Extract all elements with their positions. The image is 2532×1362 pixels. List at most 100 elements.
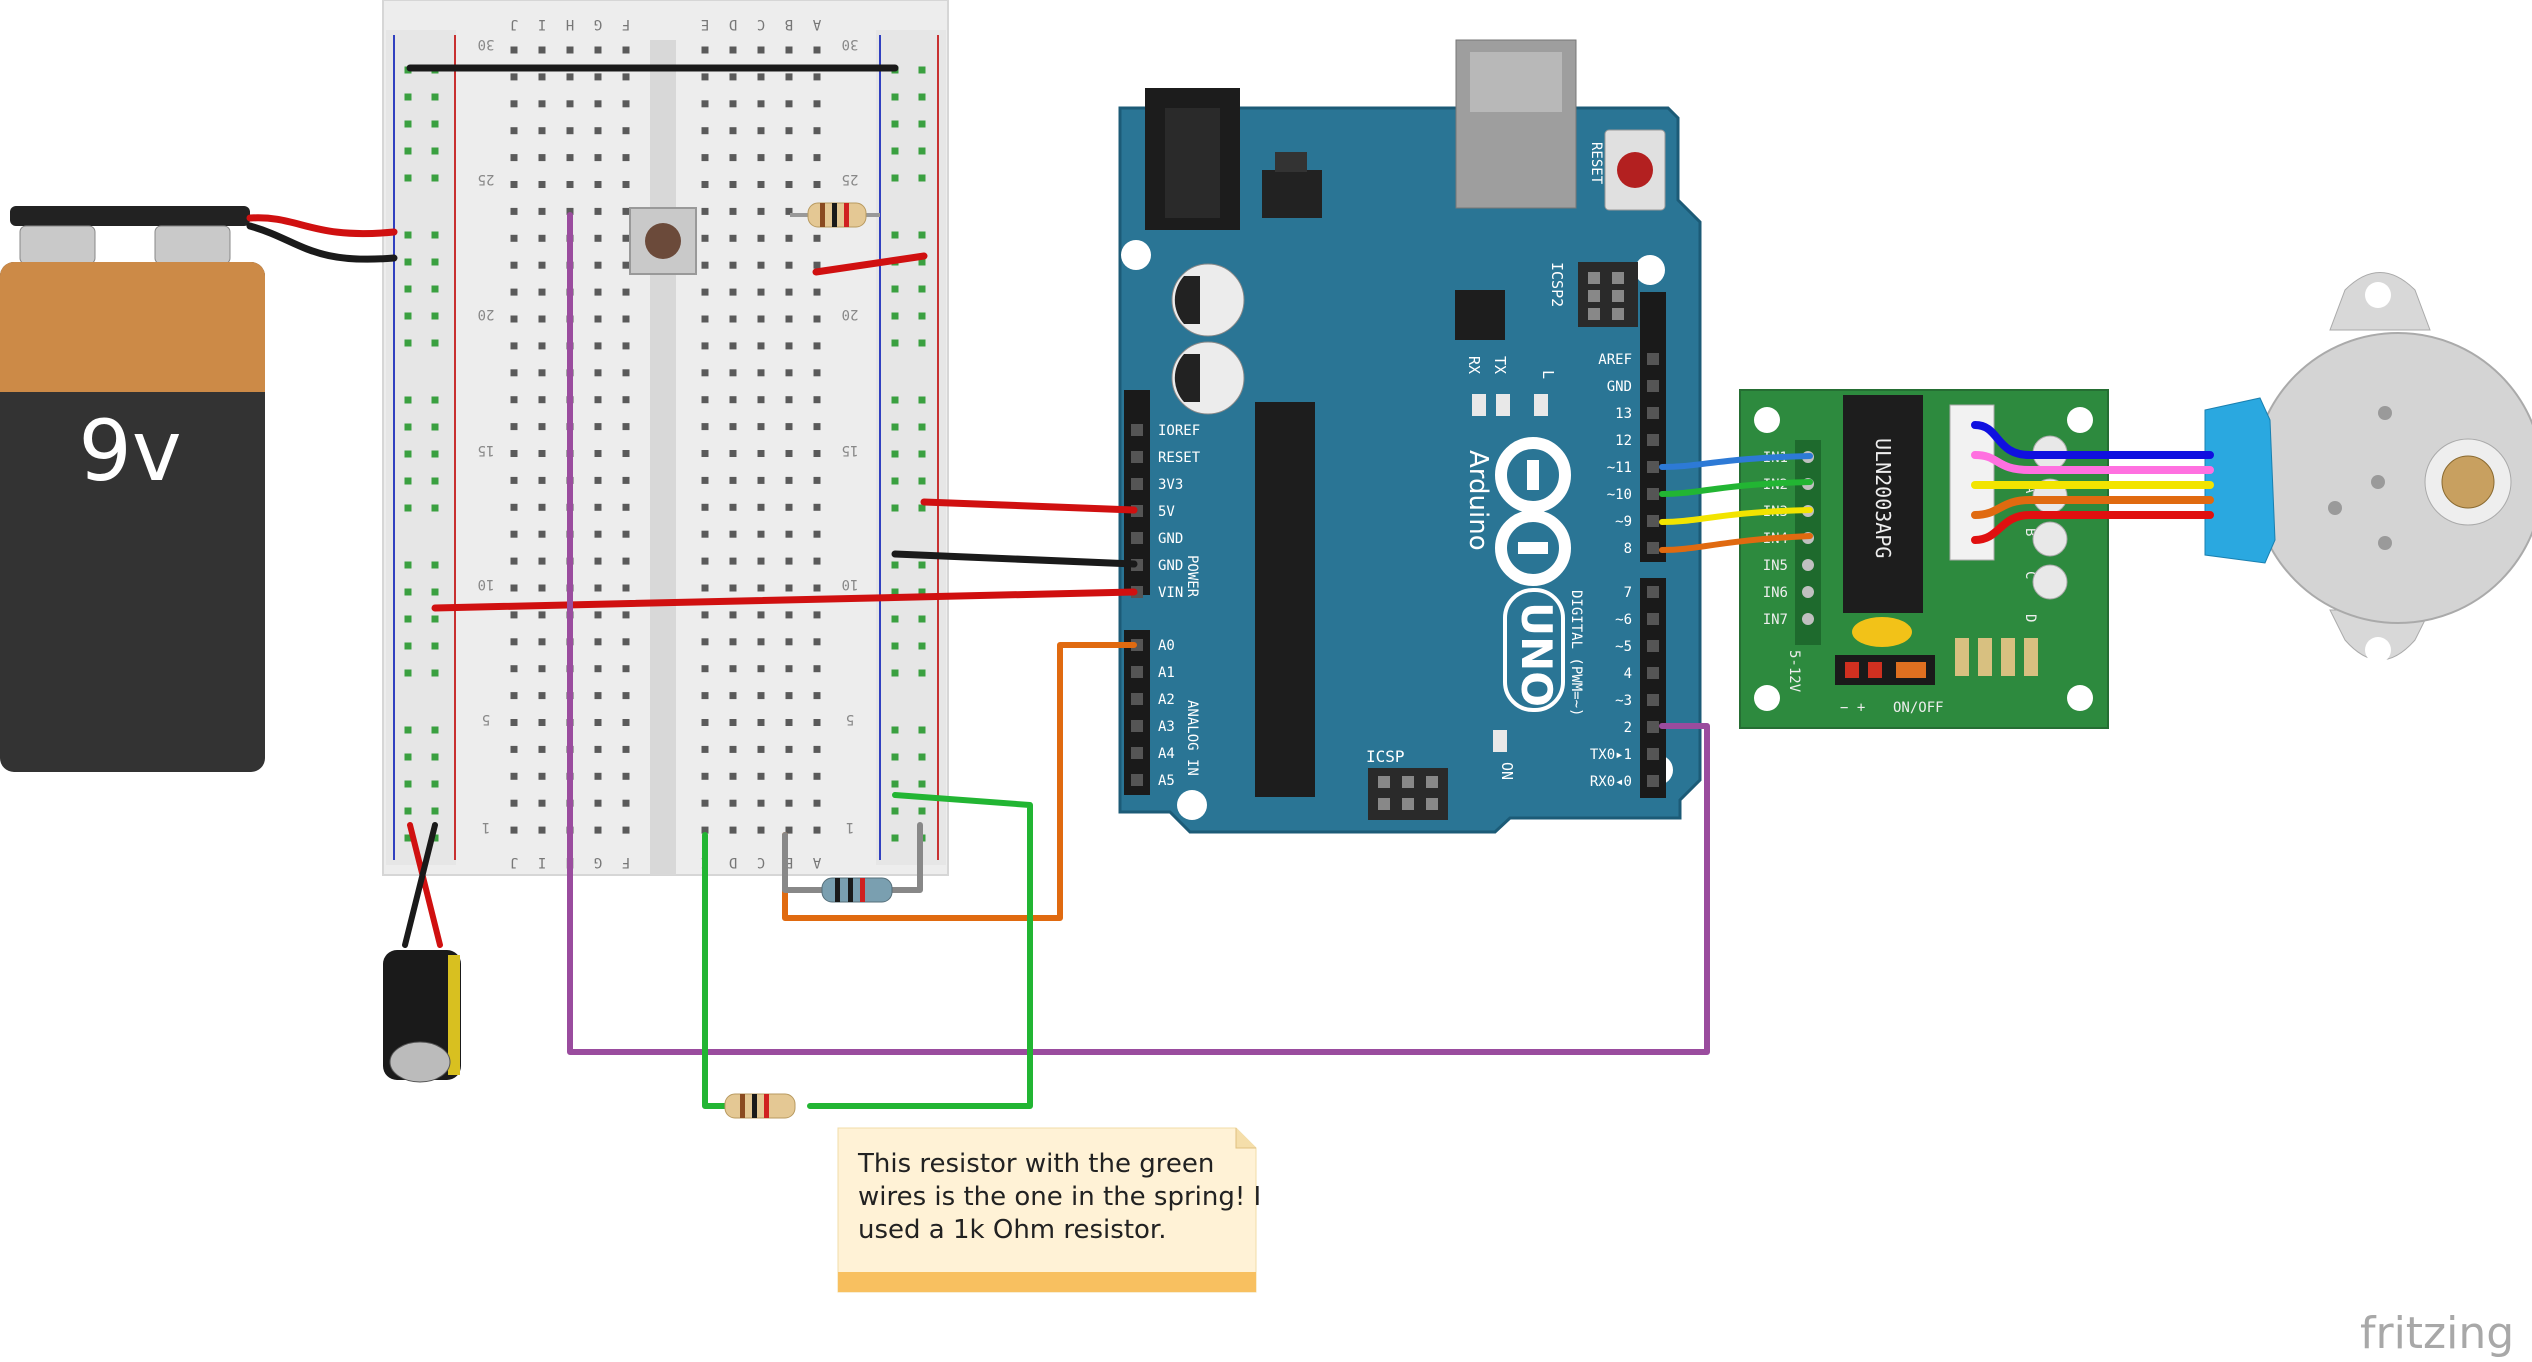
rail-hole[interactable]: [891, 588, 899, 596]
rail-hole[interactable]: [431, 312, 439, 320]
rail-hole[interactable]: [431, 339, 439, 347]
breadboard-hole[interactable]: [813, 584, 821, 592]
breadboard-hole[interactable]: [701, 315, 709, 323]
breadboard-hole[interactable]: [594, 369, 602, 377]
breadboard-hole[interactable]: [510, 207, 518, 215]
breadboard-hole[interactable]: [757, 476, 765, 484]
breadboard-hole[interactable]: [538, 423, 546, 431]
breadboard-hole[interactable]: [622, 584, 630, 592]
breadboard-hole[interactable]: [729, 557, 737, 565]
breadboard-hole[interactable]: [813, 611, 821, 619]
breadboard-hole[interactable]: [701, 745, 709, 753]
breadboard-hole[interactable]: [594, 234, 602, 242]
rail-hole[interactable]: [404, 450, 412, 458]
breadboard-hole[interactable]: [538, 692, 546, 700]
breadboard-hole[interactable]: [701, 100, 709, 108]
pushbutton[interactable]: [629, 207, 697, 275]
breadboard-hole[interactable]: [757, 396, 765, 404]
breadboard-hole[interactable]: [538, 207, 546, 215]
header-pin[interactable]: [1131, 774, 1143, 786]
breadboard-hole[interactable]: [622, 665, 630, 673]
breadboard-hole[interactable]: [813, 396, 821, 404]
breadboard-hole[interactable]: [510, 288, 518, 296]
breadboard-hole[interactable]: [729, 719, 737, 726]
breadboard-hole[interactable]: [538, 450, 546, 457]
breadboard-hole[interactable]: [757, 315, 765, 323]
breadboard-hole[interactable]: [701, 234, 709, 242]
breadboard-hole[interactable]: [785, 530, 793, 538]
breadboard-hole[interactable]: [622, 234, 630, 242]
breadboard-hole[interactable]: [785, 46, 793, 54]
breadboard-hole[interactable]: [701, 530, 709, 538]
breadboard-hole[interactable]: [785, 315, 793, 323]
rail-hole[interactable]: [404, 726, 412, 734]
breadboard-hole[interactable]: [538, 261, 546, 269]
breadboard-hole[interactable]: [538, 826, 546, 834]
breadboard-hole[interactable]: [813, 423, 821, 431]
breadboard-hole[interactable]: [813, 342, 821, 350]
header-pin[interactable]: [1647, 380, 1659, 392]
breadboard-hole[interactable]: [701, 665, 709, 673]
breadboard-hole[interactable]: [566, 46, 574, 54]
breadboard-hole[interactable]: [622, 181, 630, 188]
breadboard-hole[interactable]: [538, 369, 546, 377]
breadboard-hole[interactable]: [622, 692, 630, 700]
rail-hole[interactable]: [918, 588, 926, 596]
breadboard-hole[interactable]: [510, 503, 518, 511]
breadboard-hole[interactable]: [813, 46, 821, 54]
breadboard-hole[interactable]: [785, 127, 793, 135]
breadboard-hole[interactable]: [757, 154, 765, 162]
breadboard-hole[interactable]: [757, 342, 765, 350]
breadboard-hole[interactable]: [757, 127, 765, 135]
rail-hole[interactable]: [918, 477, 926, 485]
rail-hole[interactable]: [918, 231, 926, 239]
rail-hole[interactable]: [891, 504, 899, 512]
header-pin[interactable]: [1647, 640, 1659, 652]
header-pin[interactable]: [1131, 720, 1143, 732]
breadboard-hole[interactable]: [785, 745, 793, 753]
breadboard-hole[interactable]: [813, 181, 821, 188]
breadboard-hole[interactable]: [813, 450, 821, 457]
breadboard-hole[interactable]: [538, 476, 546, 484]
breadboard-hole[interactable]: [594, 665, 602, 673]
rail-hole[interactable]: [431, 285, 439, 293]
rail-hole[interactable]: [404, 285, 412, 293]
breadboard-hole[interactable]: [785, 799, 793, 807]
rail-hole[interactable]: [918, 615, 926, 623]
breadboard-hole[interactable]: [594, 799, 602, 807]
breadboard-hole[interactable]: [757, 584, 765, 592]
header-pin[interactable]: [1131, 747, 1143, 759]
breadboard-hole[interactable]: [785, 234, 793, 242]
breadboard-hole[interactable]: [510, 611, 518, 619]
breadboard-hole[interactable]: [785, 154, 793, 162]
breadboard-hole[interactable]: [729, 450, 737, 457]
breadboard-hole[interactable]: [510, 127, 518, 135]
rail-hole[interactable]: [431, 504, 439, 512]
breadboard-hole[interactable]: [729, 100, 737, 108]
breadboard-hole[interactable]: [729, 154, 737, 162]
rail-hole[interactable]: [404, 807, 412, 815]
breadboard-hole[interactable]: [594, 315, 602, 323]
breadboard-hole[interactable]: [729, 288, 737, 296]
rail-hole[interactable]: [891, 834, 899, 842]
breadboard-hole[interactable]: [510, 584, 518, 592]
breadboard-hole[interactable]: [510, 100, 518, 108]
rail-hole[interactable]: [891, 423, 899, 431]
breadboard-hole[interactable]: [785, 503, 793, 511]
breadboard-hole[interactable]: [729, 207, 737, 215]
breadboard-hole[interactable]: [701, 450, 709, 457]
breadboard-hole[interactable]: [729, 396, 737, 404]
breadboard-hole[interactable]: [757, 692, 765, 700]
rail-hole[interactable]: [918, 450, 926, 458]
breadboard-hole[interactable]: [785, 611, 793, 619]
breadboard-hole[interactable]: [785, 288, 793, 296]
header-pin[interactable]: [1647, 434, 1659, 446]
rail-hole[interactable]: [918, 66, 926, 74]
rail-hole[interactable]: [918, 780, 926, 788]
breadboard-hole[interactable]: [622, 745, 630, 753]
breadboard-hole[interactable]: [729, 692, 737, 700]
breadboard-hole[interactable]: [538, 745, 546, 753]
breadboard-hole[interactable]: [813, 557, 821, 565]
breadboard-hole[interactable]: [729, 476, 737, 484]
breadboard-hole[interactable]: [757, 46, 765, 54]
